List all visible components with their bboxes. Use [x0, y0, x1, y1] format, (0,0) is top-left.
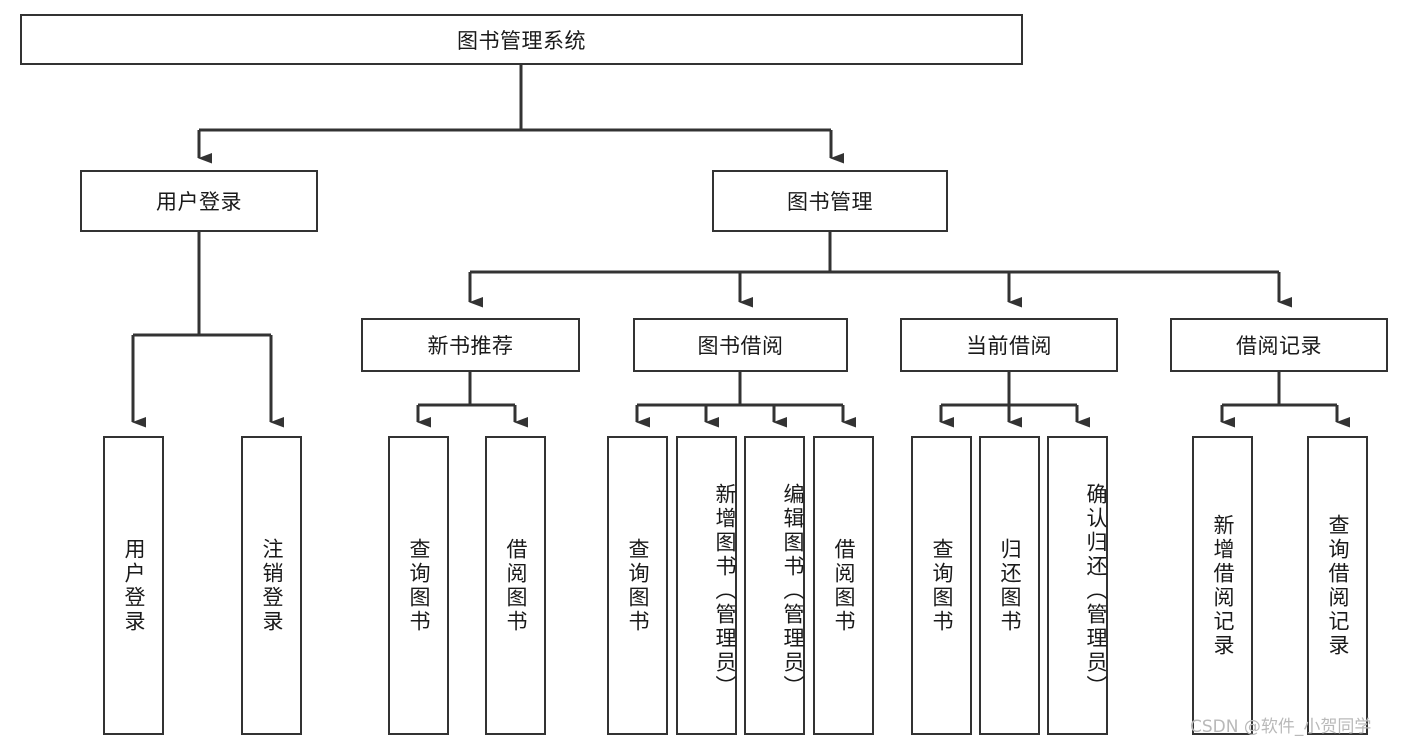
node-label: 用户登录: [122, 537, 146, 634]
node-book-borrowing[interactable]: 图书借阅: [633, 318, 848, 372]
node-book-management[interactable]: 图书管理: [712, 170, 948, 232]
node-label: 图书管理系统: [457, 28, 586, 53]
node-leaf-return-books[interactable]: 归还图书: [979, 436, 1040, 735]
node-label: 确认归还（管理员）: [1084, 482, 1108, 699]
watermark-text: CSDN @软件_小贺同学: [1190, 717, 1372, 737]
node-leaf-query-books-current[interactable]: 查询图书: [911, 436, 972, 735]
node-leaf-query-borrow-record[interactable]: 查询借阅记录: [1307, 436, 1368, 735]
node-label: 图书管理: [787, 190, 873, 214]
node-label: 查询图书: [930, 537, 954, 634]
node-label: 借阅记录: [1236, 334, 1322, 358]
node-leaf-add-borrow-record[interactable]: 新增借阅记录: [1192, 436, 1253, 735]
node-current-borrowing[interactable]: 当前借阅: [900, 318, 1118, 372]
node-leaf-borrow-books-recommendation[interactable]: 借阅图书: [485, 436, 546, 735]
node-label: 借阅图书: [504, 537, 528, 634]
node-leaf-query-books-borrowing[interactable]: 查询图书: [607, 436, 668, 735]
node-label: 用户登录: [156, 190, 242, 214]
node-leaf-borrow-books-borrowing[interactable]: 借阅图书: [813, 436, 874, 735]
node-label: 图书借阅: [697, 334, 784, 358]
node-label: 新增借阅记录: [1211, 513, 1235, 658]
node-label: 查询图书: [626, 537, 650, 634]
node-root-book-management-system[interactable]: 图书管理系统: [20, 14, 1023, 65]
node-label: 新增图书（管理员）: [713, 482, 737, 699]
node-label: 新书推荐: [427, 334, 514, 358]
node-label: 编辑图书（管理员）: [781, 482, 805, 699]
node-leaf-edit-book-admin[interactable]: 编辑图书（管理员）: [744, 436, 805, 735]
node-leaf-user-login[interactable]: 用户登录: [103, 436, 164, 735]
node-label: 归还图书: [998, 537, 1022, 634]
node-label: 借阅图书: [832, 537, 856, 634]
node-label: 查询图书: [407, 537, 431, 634]
node-leaf-query-books-recommendation[interactable]: 查询图书: [388, 436, 449, 735]
node-leaf-confirm-return-admin[interactable]: 确认归还（管理员）: [1047, 436, 1108, 735]
node-leaf-add-book-admin[interactable]: 新增图书（管理员）: [676, 436, 737, 735]
node-borrow-records[interactable]: 借阅记录: [1170, 318, 1388, 372]
node-label: 注销登录: [260, 537, 284, 634]
node-leaf-logout[interactable]: 注销登录: [241, 436, 302, 735]
node-label: 当前借阅: [966, 334, 1052, 358]
node-label: 查询借阅记录: [1326, 513, 1350, 658]
node-new-book-recommendation[interactable]: 新书推荐: [361, 318, 580, 372]
node-user-login[interactable]: 用户登录: [80, 170, 318, 232]
